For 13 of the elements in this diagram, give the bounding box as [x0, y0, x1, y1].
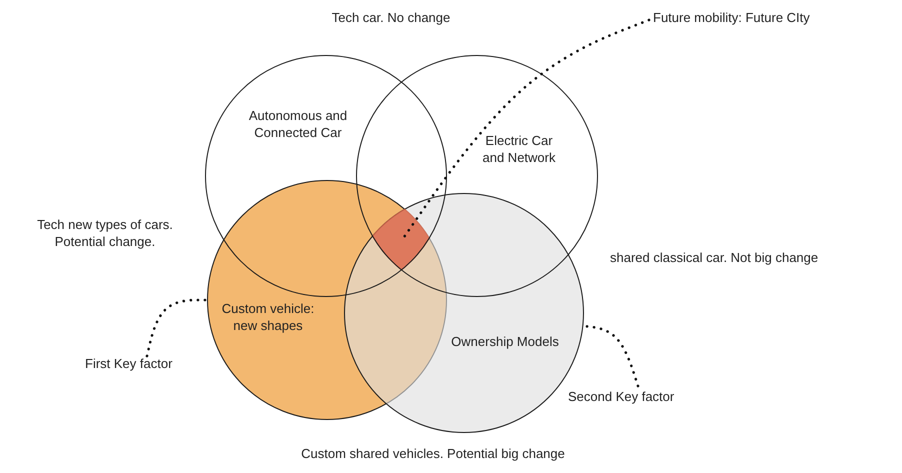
circle-label: Ownership Models	[450, 334, 560, 351]
leader-line	[146, 298, 208, 358]
annotation-text: Tech new types of cars. Potential change.	[36, 217, 174, 251]
annotation-text: shared classical car. Not big change	[610, 250, 820, 267]
callout-text: First Key factor	[85, 356, 172, 373]
annotation-text: Custom shared vehicles. Potential big change	[300, 446, 566, 463]
callout-text: Future mobility: Future CIty	[653, 10, 810, 27]
circle-label: Electric Car and Network	[482, 133, 556, 167]
circle-label: Autonomous and Connected Car	[248, 108, 348, 142]
callout-text: Second Key factor	[568, 389, 674, 406]
annotation-text: Tech car. No change	[330, 10, 452, 27]
overlap-region	[372, 208, 430, 270]
circle-label: Custom vehicle: new shapes	[220, 301, 316, 335]
